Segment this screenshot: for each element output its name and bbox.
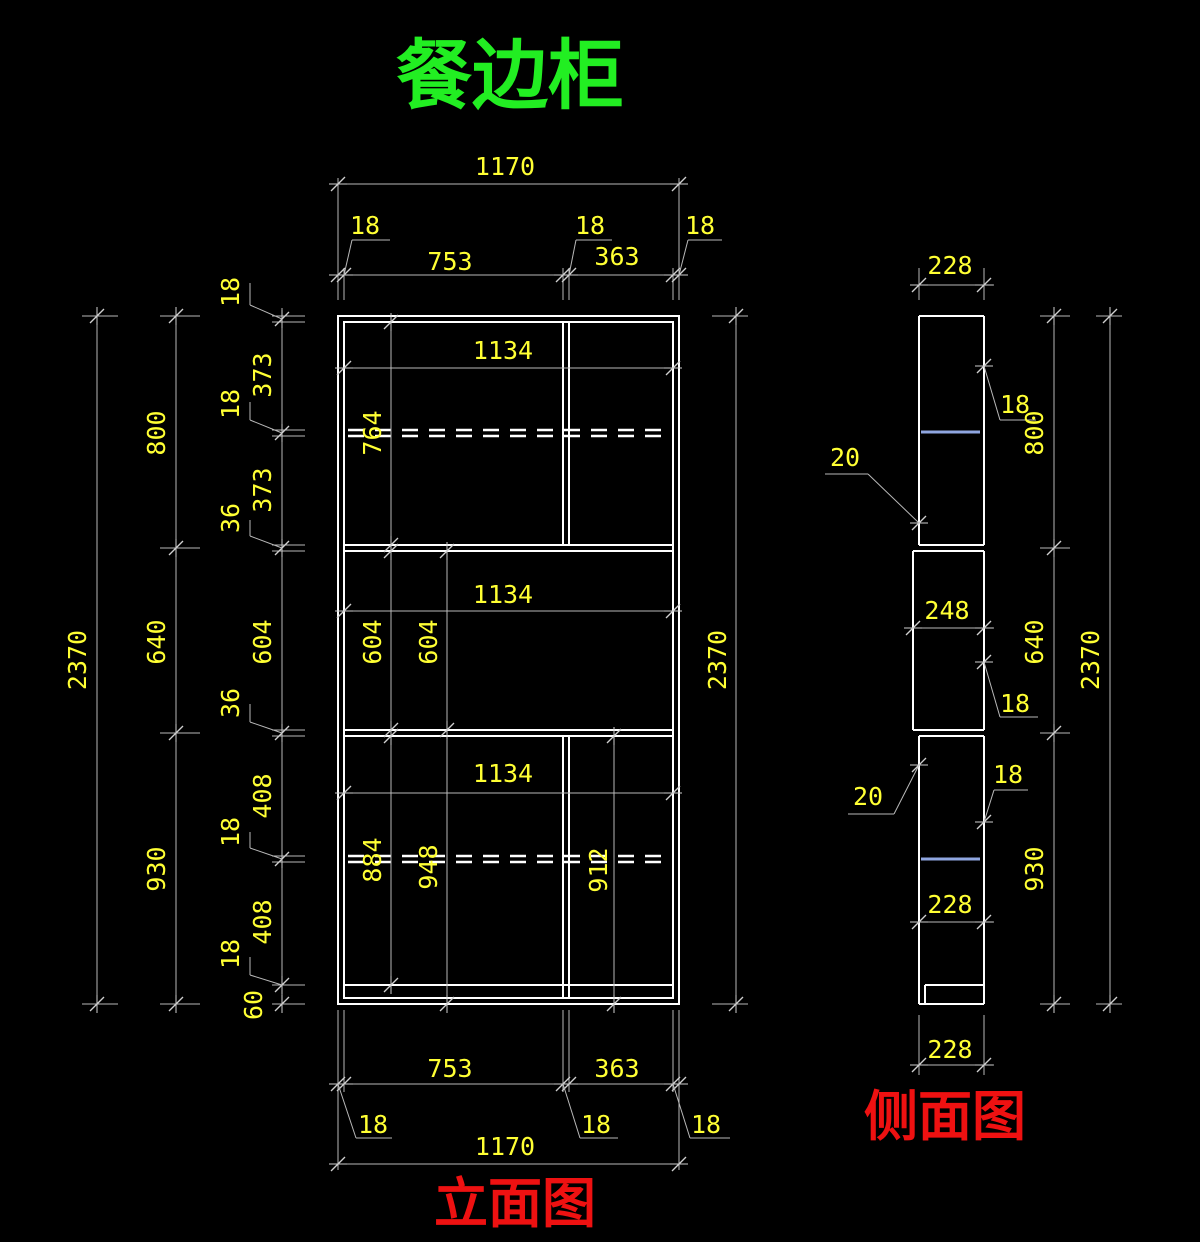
dim-side-20-a: 20 bbox=[830, 443, 860, 472]
dim-inner-bot: 1134 bbox=[473, 759, 533, 788]
dim-t36-a: 36 bbox=[216, 503, 245, 533]
front-view-label: 立面图 bbox=[434, 1172, 596, 1235]
dim-side-inner-lower: 228 bbox=[927, 890, 972, 919]
front-inner-width-lines bbox=[334, 360, 683, 801]
dim-top-left: 753 bbox=[427, 247, 472, 276]
dim-v-884: 884 bbox=[358, 837, 387, 882]
front-top-dimensions bbox=[328, 176, 722, 300]
dim-side-640: 640 bbox=[1020, 619, 1049, 664]
dim-side-mid: 248 bbox=[924, 596, 969, 625]
dim-v-912: 912 bbox=[584, 847, 613, 892]
dim-top-mid-gap: 18 bbox=[575, 211, 605, 240]
dim-side-18-b: 18 bbox=[1000, 689, 1030, 718]
dim-v-604-b: 604 bbox=[414, 619, 443, 664]
dim-t18-d: 18 bbox=[216, 939, 245, 969]
dim-side-18-a: 18 bbox=[1000, 390, 1030, 419]
dim-side-18-c: 18 bbox=[993, 760, 1023, 789]
dim-t36-b: 36 bbox=[216, 688, 245, 718]
dim-s373-b: 373 bbox=[248, 467, 277, 512]
dim-top-right: 363 bbox=[594, 242, 639, 271]
front-left-dimensions bbox=[82, 283, 305, 1014]
dim-left-middle: 640 bbox=[142, 619, 171, 664]
dim-t18-a: 18 bbox=[216, 277, 245, 307]
dim-t18-b: 18 bbox=[216, 389, 245, 419]
dim-v-604-a: 604 bbox=[358, 619, 387, 664]
dim-bot-mid-gap: 18 bbox=[581, 1110, 611, 1139]
dim-s604: 604 bbox=[248, 619, 277, 664]
front-right-dimension bbox=[712, 306, 748, 1014]
dim-side-bottom: 228 bbox=[927, 1035, 972, 1064]
side-cabinet bbox=[912, 315, 985, 1005]
front-cabinet bbox=[337, 315, 680, 1005]
dim-bot-left: 753 bbox=[427, 1054, 472, 1083]
dim-left-lower: 930 bbox=[142, 846, 171, 891]
dim-bot-total: 1170 bbox=[475, 1132, 535, 1161]
dim-side-20-b: 20 bbox=[853, 782, 883, 811]
front-bottom-dimensions bbox=[328, 1010, 730, 1172]
dim-t18-c: 18 bbox=[216, 817, 245, 847]
dim-bot-left-gap: 18 bbox=[358, 1110, 388, 1139]
dim-v-948: 948 bbox=[414, 844, 443, 889]
dim-side-total: 2370 bbox=[1076, 630, 1105, 690]
dim-side-800: 800 bbox=[1020, 410, 1049, 455]
dim-top-total: 1170 bbox=[475, 152, 535, 181]
dim-t60: 60 bbox=[239, 990, 268, 1020]
side-dimensions bbox=[825, 268, 1122, 1075]
dim-bot-right-gap: 18 bbox=[691, 1110, 721, 1139]
dim-top-left-gap: 18 bbox=[350, 211, 380, 240]
side-view-label: 侧面图 bbox=[864, 1085, 1026, 1148]
dim-v-764: 764 bbox=[358, 410, 387, 455]
dim-inner-top: 1134 bbox=[473, 336, 533, 365]
dim-s408-b: 408 bbox=[248, 899, 277, 944]
dim-side-930: 930 bbox=[1020, 846, 1049, 891]
drawing-title: 餐边柜 bbox=[396, 31, 624, 120]
dim-inner-mid: 1134 bbox=[473, 580, 533, 609]
dim-side-top: 228 bbox=[927, 251, 972, 280]
dim-s373-a: 373 bbox=[248, 352, 277, 397]
front-inner-vertical-lines bbox=[383, 312, 622, 1014]
dim-left-upper: 800 bbox=[142, 410, 171, 455]
dim-top-right-gap: 18 bbox=[685, 211, 715, 240]
dim-bot-right: 363 bbox=[594, 1054, 639, 1083]
dim-right-total: 2370 bbox=[703, 630, 732, 690]
dim-left-total: 2370 bbox=[63, 630, 92, 690]
dim-s408-a: 408 bbox=[248, 773, 277, 818]
